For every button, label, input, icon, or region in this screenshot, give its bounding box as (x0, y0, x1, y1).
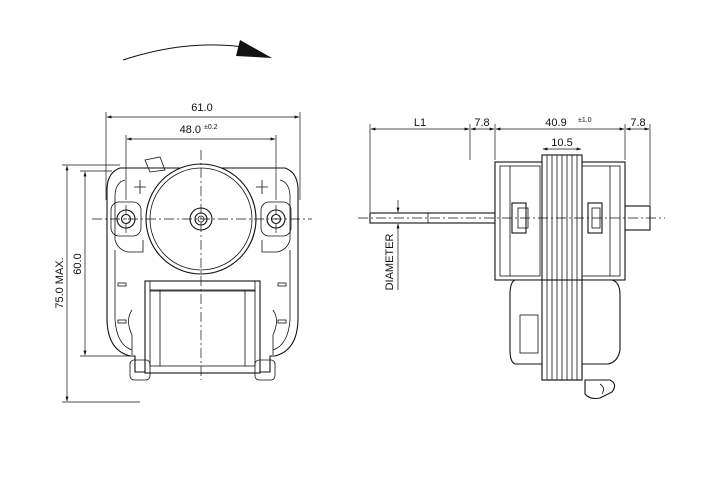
side-view (358, 154, 665, 400)
dim-hole-spacing-tol: ±0.2 (204, 124, 218, 131)
dim-hole-spacing: 48.0 (180, 124, 201, 136)
dim-shaft-diameter-label: DIAMETER (384, 234, 396, 291)
dim-shaft-length: L1 (414, 117, 426, 129)
dim-core: 10.5 (551, 137, 572, 149)
dim-height-overall: 75.0 MAX. (54, 257, 66, 308)
dim-stack: 40.9 (545, 117, 566, 129)
front-dimensions (62, 112, 301, 403)
dim-stack-tol: ±1.0 (578, 117, 592, 124)
lead-wire (584, 379, 616, 400)
dim-width-overall: 61.0 (191, 102, 212, 114)
side-dimensions (369, 124, 651, 290)
dim-height-holes: 60.0 (72, 253, 84, 274)
dim-bearing-left: 7.8 (474, 117, 489, 129)
front-view (92, 150, 312, 381)
dim-bearing-right: 7.8 (630, 117, 645, 129)
rotation-arrow (122, 40, 272, 61)
coil (144, 280, 261, 374)
